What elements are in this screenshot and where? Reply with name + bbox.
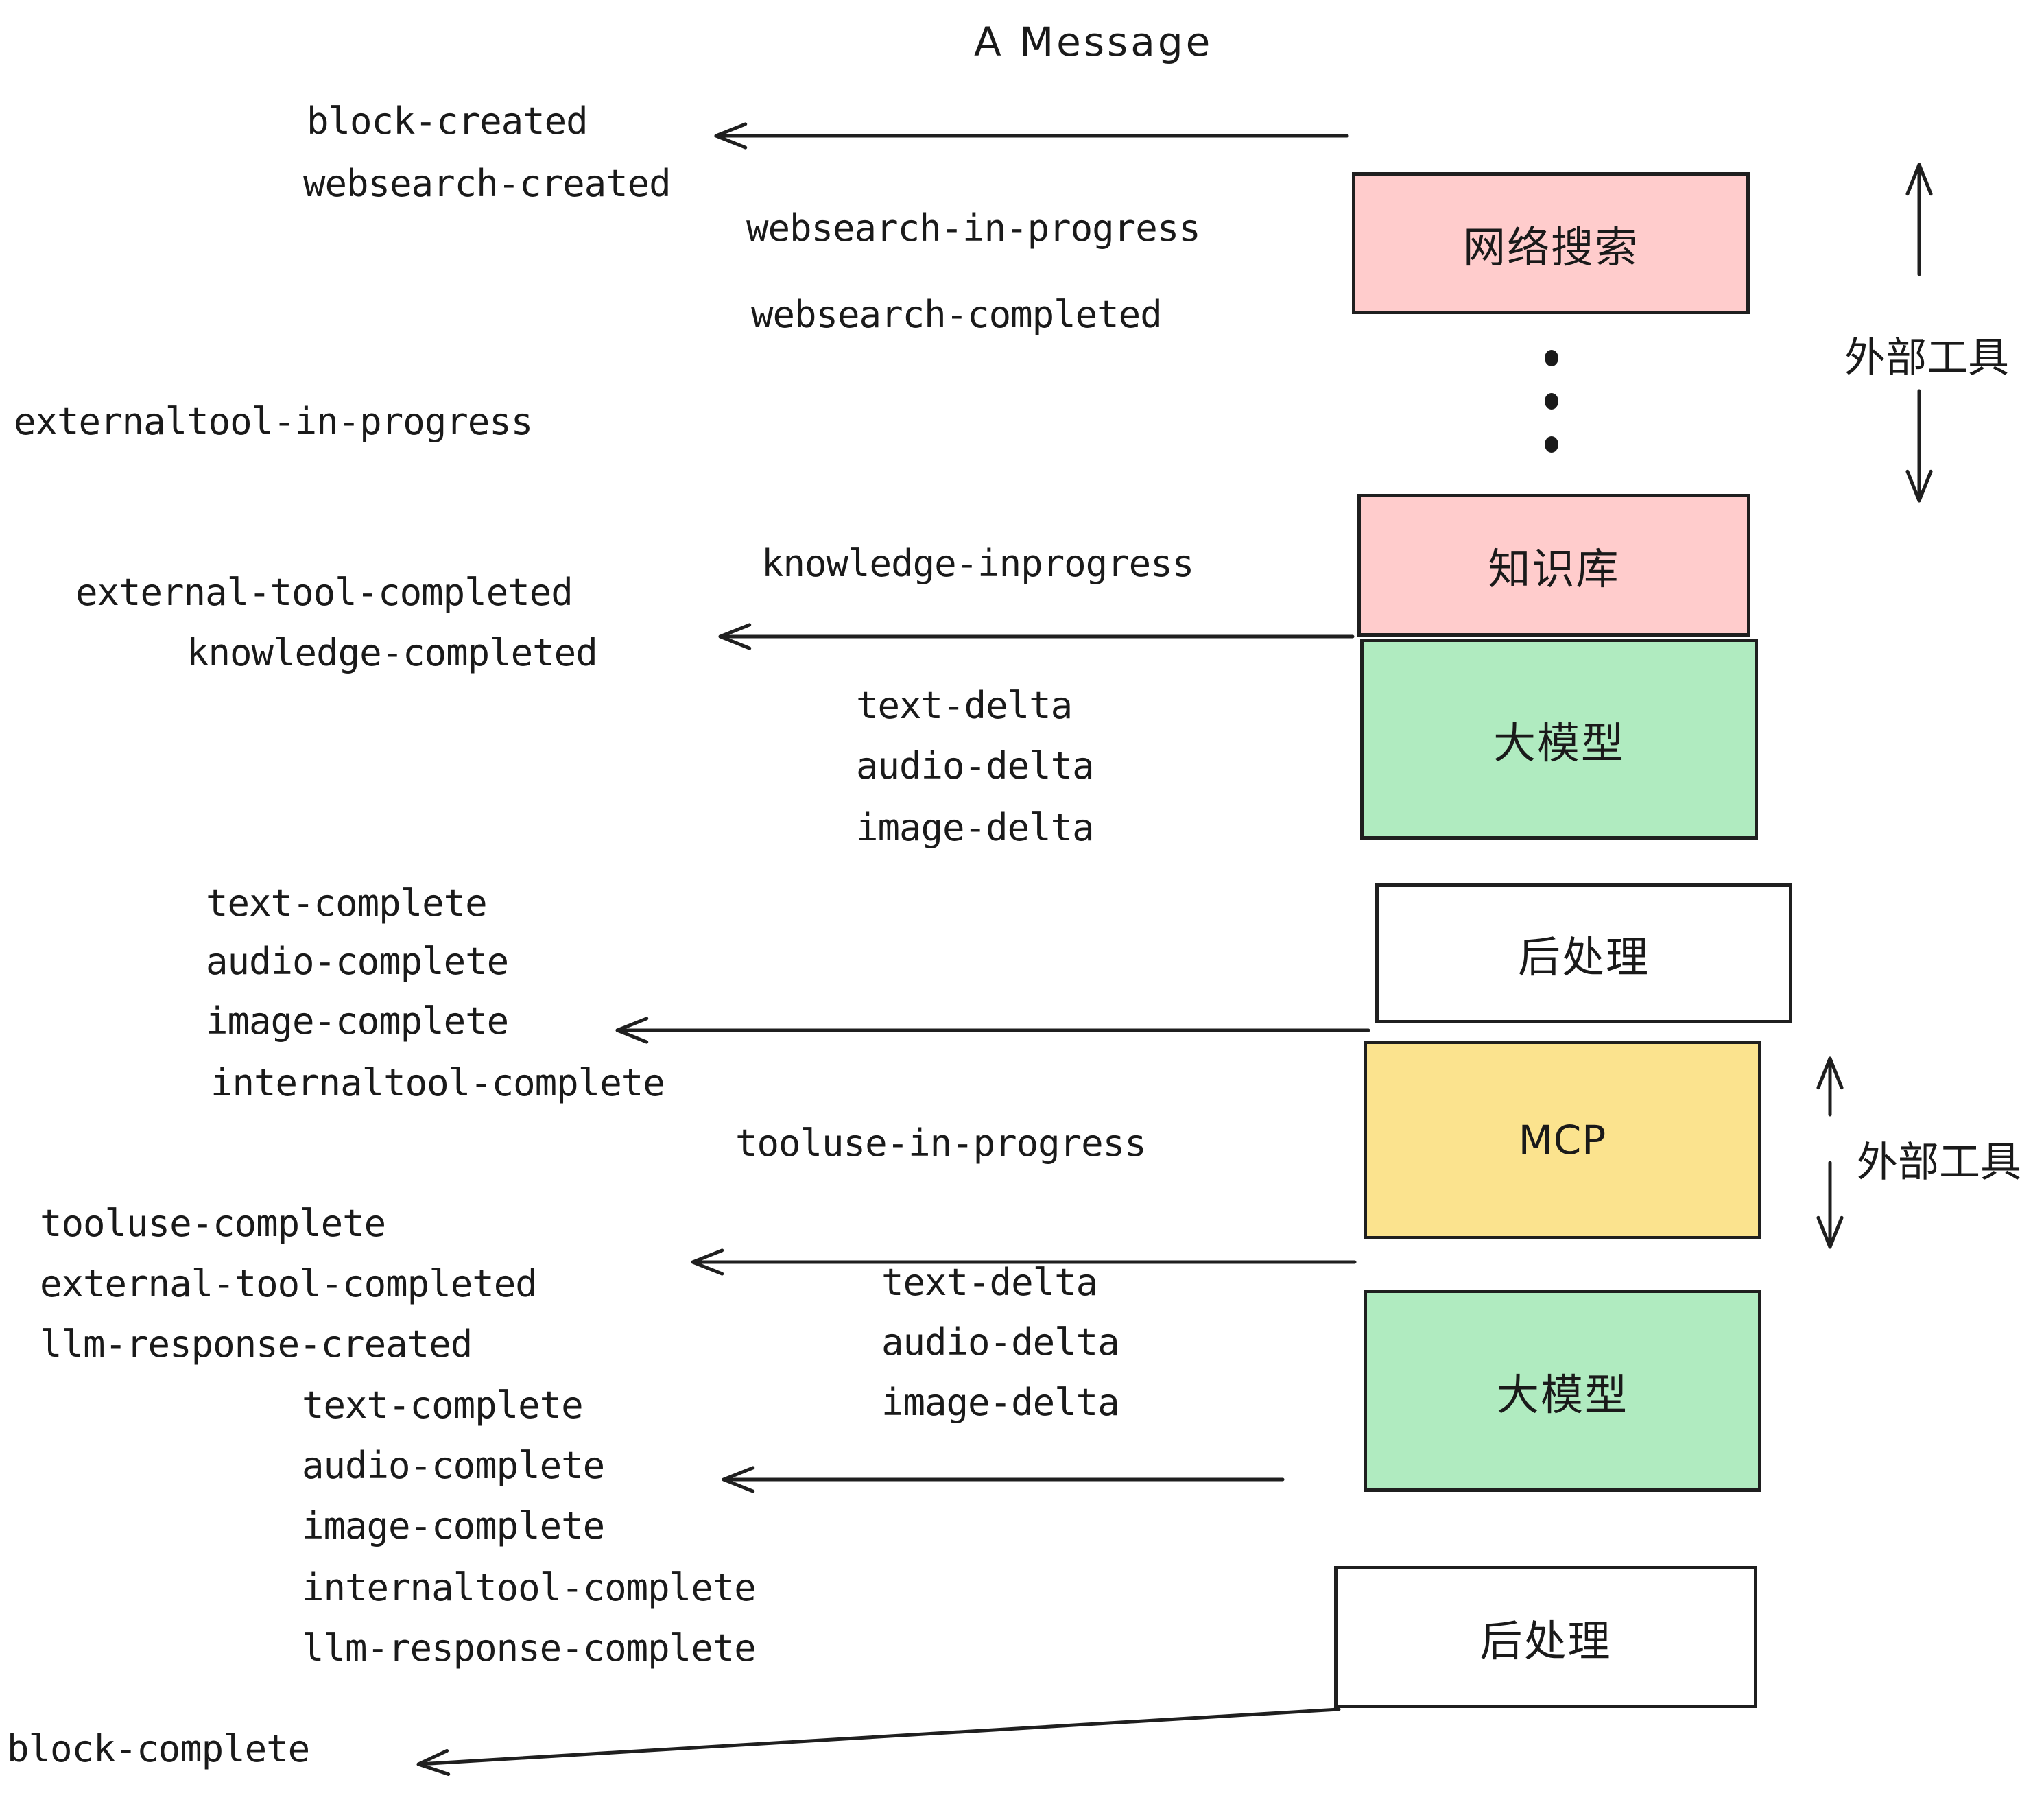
arrow-arrow-ext-top-down — [1905, 389, 1933, 503]
event-label-image-delta-2: image-delta — [881, 1381, 1120, 1424]
event-label-tooluse-complete: tooluse-complete — [40, 1202, 386, 1245]
node-label-knowledge: 知识库 — [1488, 544, 1620, 594]
arrow-arrow-image-complete — [615, 1017, 1370, 1044]
arrow-arrow-audio-complete — [722, 1466, 1285, 1493]
node-knowledge[interactable]: 知识库 — [1357, 494, 1750, 637]
event-label-knowledge-inprogress: knowledge-inprogress — [761, 542, 1194, 585]
event-label-audio-complete-2: audio-complete — [302, 1444, 605, 1487]
node-postprocess-1[interactable]: 后处理 — [1375, 883, 1792, 1023]
ellipsis-dot — [1545, 393, 1558, 410]
page-title: A Message — [974, 19, 1213, 65]
event-label-internaltool-complete-1: internaltool-complete — [211, 1061, 665, 1104]
arrow-arrow-knowledge-completed — [718, 623, 1355, 650]
event-label-block-complete: block-complete — [7, 1727, 310, 1770]
node-label-llm-1: 大模型 — [1493, 717, 1625, 768]
node-websearch[interactable]: 网络搜索 — [1352, 172, 1750, 314]
ellipsis-dot — [1545, 350, 1558, 366]
event-label-image-complete-1: image-complete — [206, 999, 509, 1043]
node-label-postprocess-2: 后处理 — [1479, 1615, 1612, 1666]
event-label-external-tool-completed-1: external-tool-completed — [75, 571, 573, 614]
event-label-websearch-in-progress: websearch-in-progress — [746, 206, 1201, 250]
event-label-external-tool-completed-2: external-tool-completed — [40, 1262, 538, 1305]
arrow-arrow-ext-bottom-up — [1816, 1056, 1844, 1117]
ellipsis-dot — [1545, 436, 1558, 453]
side-label-external-tools-top: 外部工具 — [1844, 334, 2009, 382]
node-label-websearch: 网络搜索 — [1462, 222, 1639, 272]
event-label-llm-response-complete: llm-response-complete — [302, 1626, 757, 1670]
event-label-websearch-completed: websearch-completed — [751, 293, 1163, 336]
arrow-arrow-block-created — [714, 122, 1349, 150]
event-label-internaltool-complete-2: internaltool-complete — [302, 1566, 757, 1609]
event-label-text-delta-2: text-delta — [881, 1261, 1098, 1304]
arrow-arrow-ext-top-up — [1905, 163, 1933, 276]
node-llm-1[interactable]: 大模型 — [1360, 639, 1758, 840]
event-label-image-delta-1: image-delta — [856, 806, 1095, 849]
event-label-websearch-created: websearch-created — [303, 162, 672, 205]
event-label-knowledge-completed: knowledge-completed — [187, 631, 598, 674]
node-mcp[interactable]: MCP — [1364, 1041, 1761, 1239]
event-label-tooluse-in-progress: tooluse-in-progress — [735, 1121, 1147, 1165]
vertical-ellipsis-icon — [1545, 350, 1558, 453]
event-label-text-delta-1: text-delta — [856, 684, 1073, 727]
side-label-external-tools-bottom: 外部工具 — [1857, 1139, 2021, 1187]
event-label-llm-response-created: llm-response-created — [40, 1322, 473, 1366]
event-label-text-complete-1: text-complete — [206, 881, 488, 925]
event-label-text-complete-2: text-complete — [302, 1384, 584, 1427]
event-label-image-complete-2: image-complete — [302, 1504, 605, 1547]
arrow-arrow-ext-bottom-down — [1816, 1161, 1844, 1249]
node-postprocess-2[interactable]: 后处理 — [1334, 1566, 1757, 1708]
node-label-llm-2: 大模型 — [1496, 1369, 1628, 1420]
node-label-mcp: MCP — [1518, 1117, 1607, 1163]
event-label-audio-delta-1: audio-delta — [856, 744, 1095, 787]
event-label-block-created: block-created — [307, 99, 589, 143]
event-label-audio-delta-2: audio-delta — [881, 1320, 1120, 1364]
arrow-arrow-block-complete — [416, 1707, 1341, 1776]
event-label-audio-complete-1: audio-complete — [206, 940, 509, 983]
event-label-externaltool-in-progress: externaltool-in-progress — [14, 400, 533, 443]
node-llm-2[interactable]: 大模型 — [1364, 1290, 1761, 1492]
node-label-postprocess-1: 后处理 — [1517, 932, 1650, 982]
